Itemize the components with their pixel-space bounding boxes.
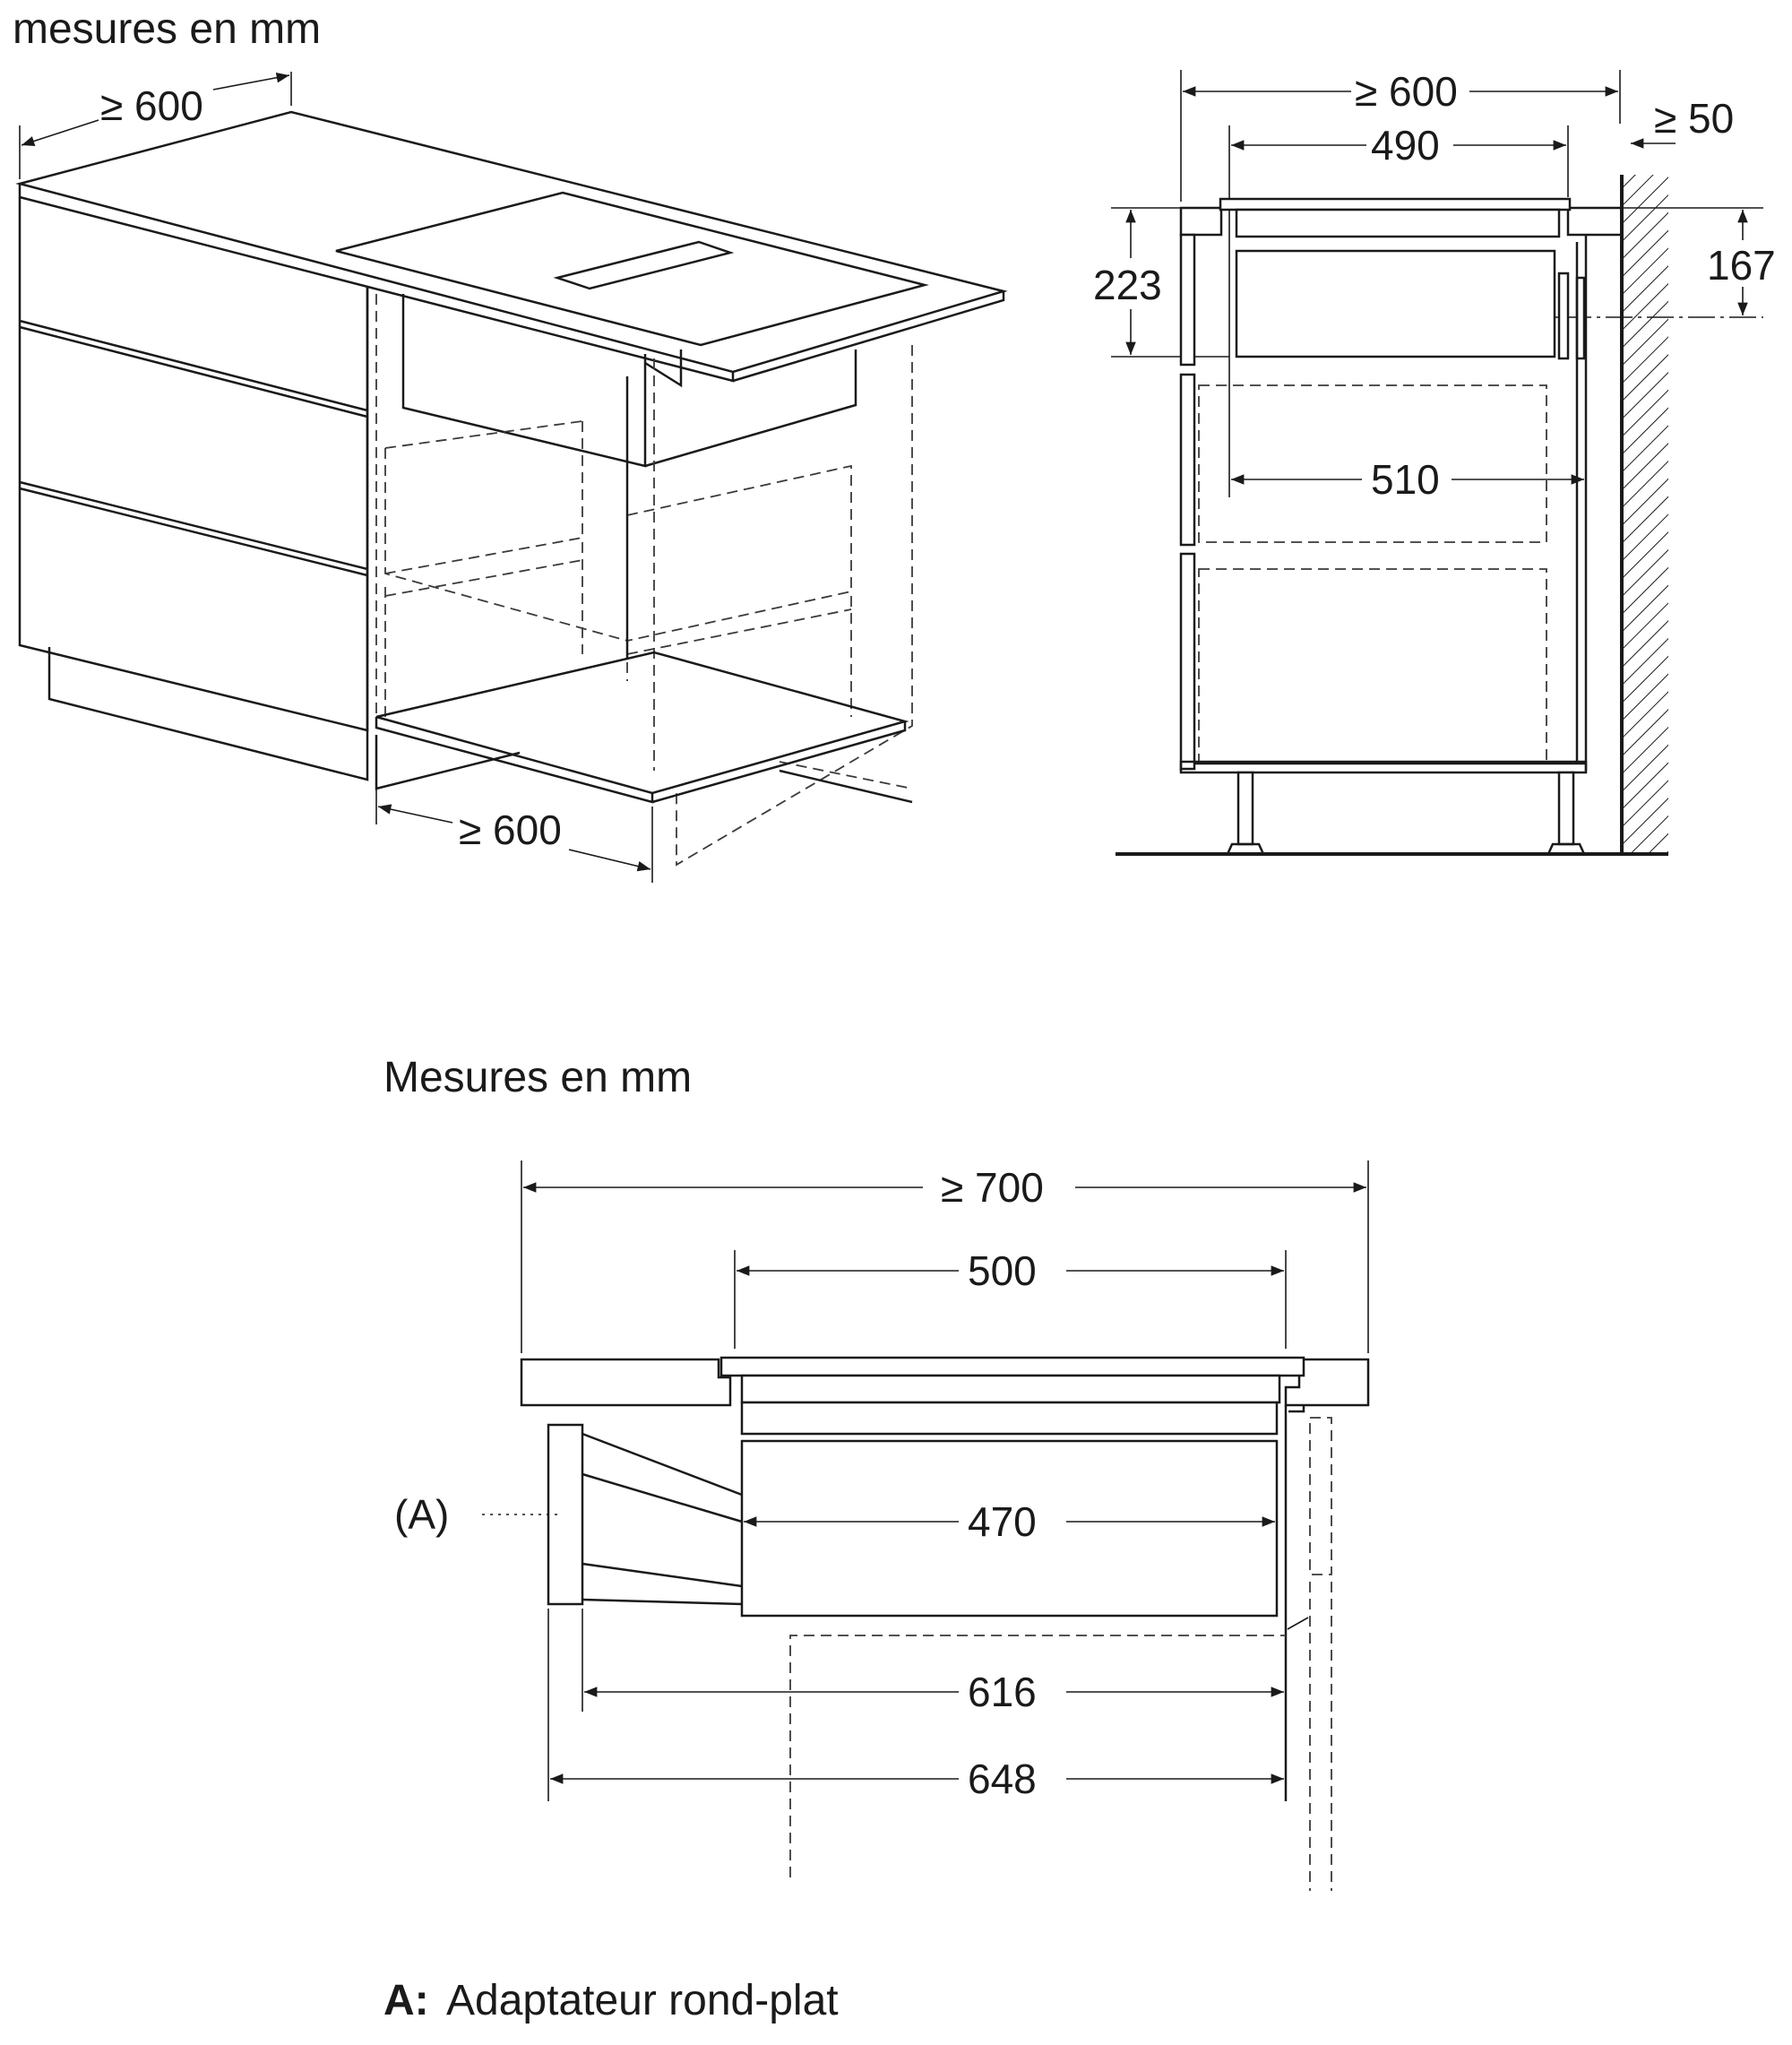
cooktop-glass	[335, 191, 929, 347]
legend: A: Adaptateur rond-plat	[383, 1977, 839, 2024]
dim-depth-top-label: ≥ 600	[100, 82, 203, 129]
worktop-section	[1179, 197, 1624, 238]
interior-drawers	[1198, 384, 1547, 763]
dim-width-outer-label: ≥ 600	[1355, 68, 1458, 115]
dim-width-outer: ≥ 600	[1180, 68, 1621, 202]
hob-box-side	[1235, 249, 1556, 358]
dim-width-inner: 490	[1228, 122, 1569, 497]
dim-height-total: 223	[1093, 207, 1229, 358]
dim-cutout-label: 500	[968, 1247, 1037, 1294]
hob-top-strip	[740, 1401, 1279, 1436]
cabinet-legs	[1226, 771, 1586, 856]
dim-cutout: 500	[734, 1247, 1287, 1349]
caption-mesures-1: mesures en mm	[13, 5, 321, 53]
duct-connector	[1557, 272, 1586, 360]
dim-unit: 470	[744, 1498, 1275, 1545]
dim-depth-top: ≥ 600	[19, 72, 292, 179]
dim-unit-label: 470	[968, 1498, 1037, 1545]
dim-cabinet-inner: 510	[1231, 456, 1584, 503]
dim-616-label: 616	[968, 1669, 1037, 1715]
hob-body-front	[740, 1439, 1279, 1618]
dim-height-duct-label: 167	[1707, 242, 1776, 289]
dim-wall-gap-label: ≥ 50	[1654, 95, 1734, 142]
label-a-bracket: (A)	[394, 1491, 449, 1538]
cabinet-base	[1179, 760, 1588, 774]
dim-width-total: ≥ 700	[521, 1161, 1369, 1353]
extractor-vent	[553, 240, 735, 290]
dim-648: 648	[547, 1609, 1284, 1802]
legend-key: A:	[383, 1977, 429, 2024]
right-cabinet-wall	[1284, 1405, 1332, 1891]
dim-width-inner-label: 490	[1371, 122, 1440, 168]
dim-depth-bottom: ≥ 600	[375, 735, 653, 883]
legend-text: Adaptateur rond-plat	[446, 1977, 839, 2024]
drawer-outline-dashed	[789, 1635, 1286, 1877]
dim-height-total-label: 223	[1093, 262, 1162, 308]
open-cabinet-dashed	[375, 294, 913, 867]
figure-front-section: Mesures en mm ≥ 700 500	[383, 1054, 1370, 2024]
worktop-section-front	[520, 1356, 1370, 1407]
dim-depth-bottom-label: ≥ 600	[459, 807, 562, 853]
figure-isometric: mesures en mm ≥ 600	[13, 5, 1008, 883]
drawer-cabinet	[18, 197, 521, 790]
cabinet-front	[1179, 233, 1588, 771]
dim-wall-gap: ≥ 50	[1631, 95, 1734, 149]
dim-cabinet-inner-label: 510	[1371, 456, 1440, 503]
dim-648-label: 648	[968, 1756, 1037, 1802]
caption-mesures-2: Mesures en mm	[383, 1054, 692, 1101]
hob-body	[401, 294, 857, 468]
dim-width-total-label: ≥ 700	[941, 1164, 1044, 1211]
dim-616: 616	[582, 1609, 1284, 1715]
round-flat-adapter: (A)	[394, 1423, 743, 1606]
figure-side-section: ≥ 600 490 ≥ 50 223 167	[1093, 68, 1776, 856]
cabinet-shelf	[375, 651, 913, 804]
wall-hatched	[1620, 175, 1668, 854]
